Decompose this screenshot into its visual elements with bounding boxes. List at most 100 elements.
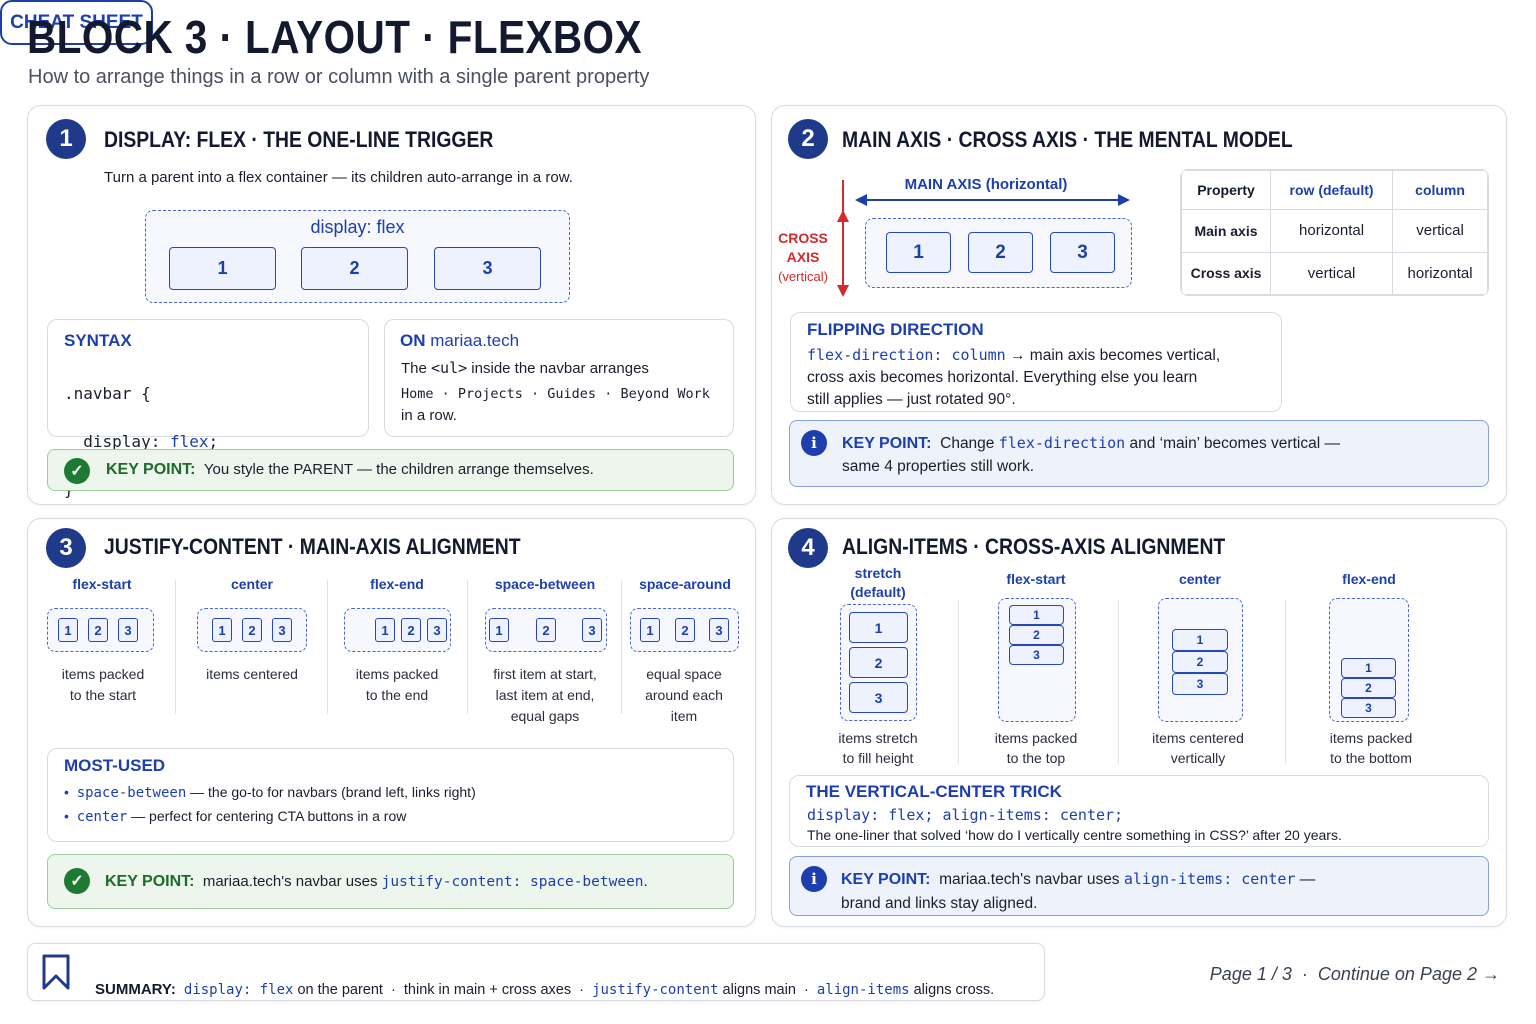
syntax-heading: SYNTAX <box>64 331 132 350</box>
flipping-direction-text: flex-direction: column → main axis becom… <box>807 344 1220 411</box>
table-header: row (default) <box>1269 170 1394 210</box>
caption-line: items packed <box>355 666 439 682</box>
summary-text: SUMMARY: display: flex on the parent · t… <box>95 965 994 998</box>
table-header: Property <box>1181 170 1271 210</box>
flipping-direction-heading: FLIPPING DIRECTION <box>807 320 984 339</box>
key-point-line: KEY POINT: mariaa.tech's navbar uses ali… <box>841 867 1315 892</box>
caption-line: first item at start, <box>493 666 597 682</box>
align-item: 1 <box>1341 658 1396 678</box>
align-item: 1 <box>849 612 908 643</box>
justify-label-space-around: space-around <box>639 576 731 592</box>
label-line: (default) <box>850 584 906 600</box>
axis-demo-item-3: 3 <box>1050 232 1115 273</box>
vertical-center-trick-panel <box>789 775 1489 847</box>
text: — the go-to for navbars (brand left, lin… <box>186 784 476 800</box>
divider <box>958 600 959 764</box>
code-token: justify-content: space-between <box>381 874 644 890</box>
key-point-label: KEY POINT: <box>842 435 932 452</box>
section-1-card <box>27 105 756 505</box>
flip-line: cross axis becomes horizontal. Everythin… <box>807 369 1198 386</box>
cross-axis-label-line: (vertical) <box>778 269 828 284</box>
cross-axis-label: CROSS AXIS (vertical) <box>772 229 834 286</box>
syntax-code: .navbar { display: flex; } <box>64 358 218 526</box>
caption-line: to the end <box>365 687 429 703</box>
axis-table: Property row (default) column Main axis … <box>1181 170 1488 295</box>
justify-item: 1 <box>640 618 660 642</box>
justify-caption-center: items centered <box>187 664 317 685</box>
justify-item: 2 <box>401 618 421 642</box>
align-caption-flex-start: items packed to the top <box>971 728 1101 768</box>
justify-item: 1 <box>212 618 232 642</box>
code-token: flex <box>169 432 209 451</box>
syntax-panel <box>47 319 369 437</box>
section-2-number: 2 <box>788 119 828 159</box>
divider <box>621 580 622 714</box>
check-icon: ✓ <box>64 458 90 484</box>
justify-item: 1 <box>489 618 509 642</box>
table-cell: Main axis <box>1181 209 1271 253</box>
align-label-flex-start: flex-start <box>1006 571 1066 587</box>
caption-line: to the top <box>1006 750 1066 766</box>
section-1-key-point-text: KEY POINT: You style the PARENT — the ch… <box>106 461 594 479</box>
caption-line: items centered <box>206 666 298 682</box>
justify-caption-space-between: first item at start,last item at end,equ… <box>475 664 615 727</box>
most-used-item-1: • space-between — the go-to for navbars … <box>64 784 476 801</box>
code-token: justify-content <box>592 982 719 998</box>
align-label-stretch: stretch(default) <box>818 564 938 602</box>
text: Change <box>940 435 999 452</box>
page-indicator[interactable]: Page 1 / 3 · Continue on Page 2 → <box>1209 964 1500 984</box>
align-caption-stretch: items stretch to fill height <box>813 728 943 768</box>
text: aligns cross. <box>909 982 995 998</box>
divider <box>327 580 328 714</box>
align-item: 2 <box>1341 678 1396 698</box>
caption-line: equal gaps <box>510 708 580 724</box>
page-subtitle: How to arrange things in a row or column… <box>28 66 650 88</box>
main-axis-label: MAIN AXIS (horizontal) <box>904 176 1068 193</box>
text: on the parent · think in main + cross ax… <box>293 982 593 998</box>
vertical-center-trick-code: display: flex; align-items: center; <box>807 806 1124 824</box>
code-token: display: <box>64 432 170 451</box>
flipping-direction-panel <box>790 312 1282 412</box>
spacer <box>176 982 184 998</box>
caption-line: to fill height <box>842 750 914 766</box>
caption-line: to the bottom <box>1330 750 1412 766</box>
caption-line: items packed <box>994 730 1078 746</box>
justify-item: 3 <box>709 618 729 642</box>
axis-diagram-arrows <box>837 180 1130 297</box>
text: → main axis becomes vertical, <box>1005 347 1221 364</box>
divider <box>467 580 468 714</box>
code-token: flex-direction: column <box>807 346 1006 364</box>
divider <box>175 580 176 714</box>
axis-demo-item-2: 2 <box>968 232 1033 273</box>
justify-item: 2 <box>536 618 556 642</box>
on-site-name: mariaa.tech <box>430 331 520 350</box>
code-token: space-between <box>76 785 187 801</box>
caption-line: items packed <box>1329 730 1413 746</box>
key-point-line: brand and links stay aligned. <box>841 895 1038 912</box>
justify-label-flex-end: flex-end <box>370 576 424 592</box>
justify-item: 2 <box>675 618 695 642</box>
text: — <box>1295 871 1316 888</box>
section-3-key-point-text: KEY POINT: mariaa.tech's navbar uses jus… <box>105 873 648 891</box>
text: The <box>401 360 432 377</box>
bullet: • <box>64 808 77 824</box>
cross-axis-label-line: CROSS <box>778 230 828 246</box>
code-token: flex-direction <box>998 434 1126 452</box>
code-token: <ul> <box>431 359 468 377</box>
section-1-key-point <box>47 449 734 491</box>
bullet: • <box>64 784 77 800</box>
bookmark-icon <box>42 954 70 990</box>
flex-demo-item-1: 1 <box>169 247 276 290</box>
text: and ‘main’ becomes vertical — <box>1125 435 1340 452</box>
table-cell: Cross axis <box>1181 251 1271 295</box>
code-token: center <box>76 809 128 825</box>
caption-line: vertically <box>1170 750 1226 766</box>
section-4-number: 4 <box>788 528 828 568</box>
justify-label-space-between: space-between <box>494 576 596 592</box>
caption-line: items stretch <box>838 730 918 746</box>
info-icon: i <box>801 866 827 892</box>
section-4-title: ALIGN-ITEMS · CROSS-AXIS ALIGNMENT <box>842 534 1226 559</box>
section-2-key-point-text: KEY POINT: Change flex-direction and ‘ma… <box>842 432 1340 478</box>
